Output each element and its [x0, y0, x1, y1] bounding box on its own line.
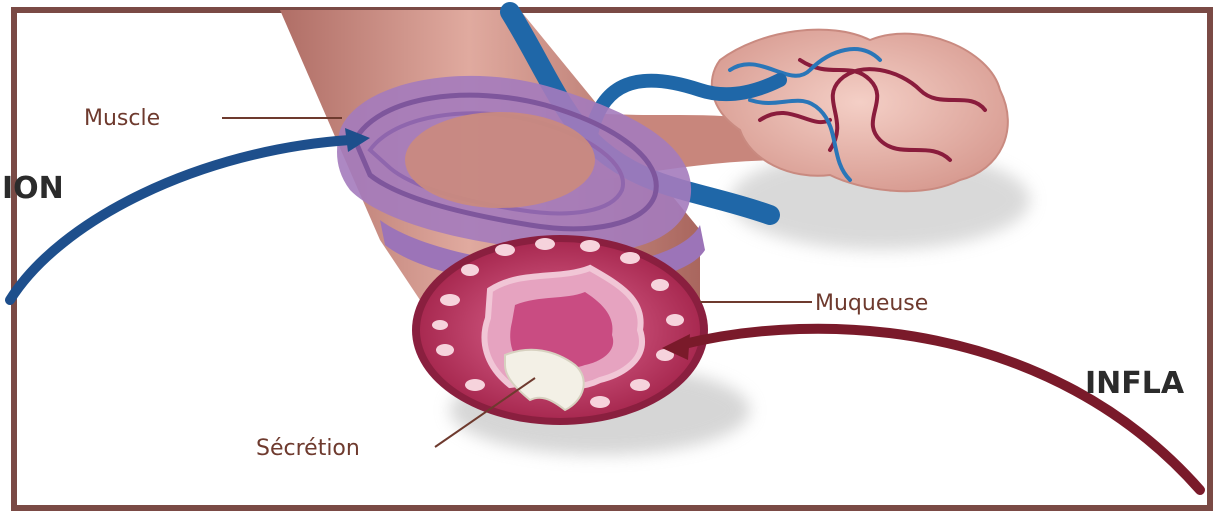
bronchus-cross-section-illustration — [412, 235, 708, 425]
secretion-label: Sécrétion — [256, 436, 360, 461]
muscle-label: Muscle — [84, 106, 160, 131]
muqueuse-label: Muqueuse — [815, 291, 928, 316]
right-word-fragment: INFLA — [1085, 366, 1185, 401]
left-word-fragment: ION — [2, 171, 64, 206]
